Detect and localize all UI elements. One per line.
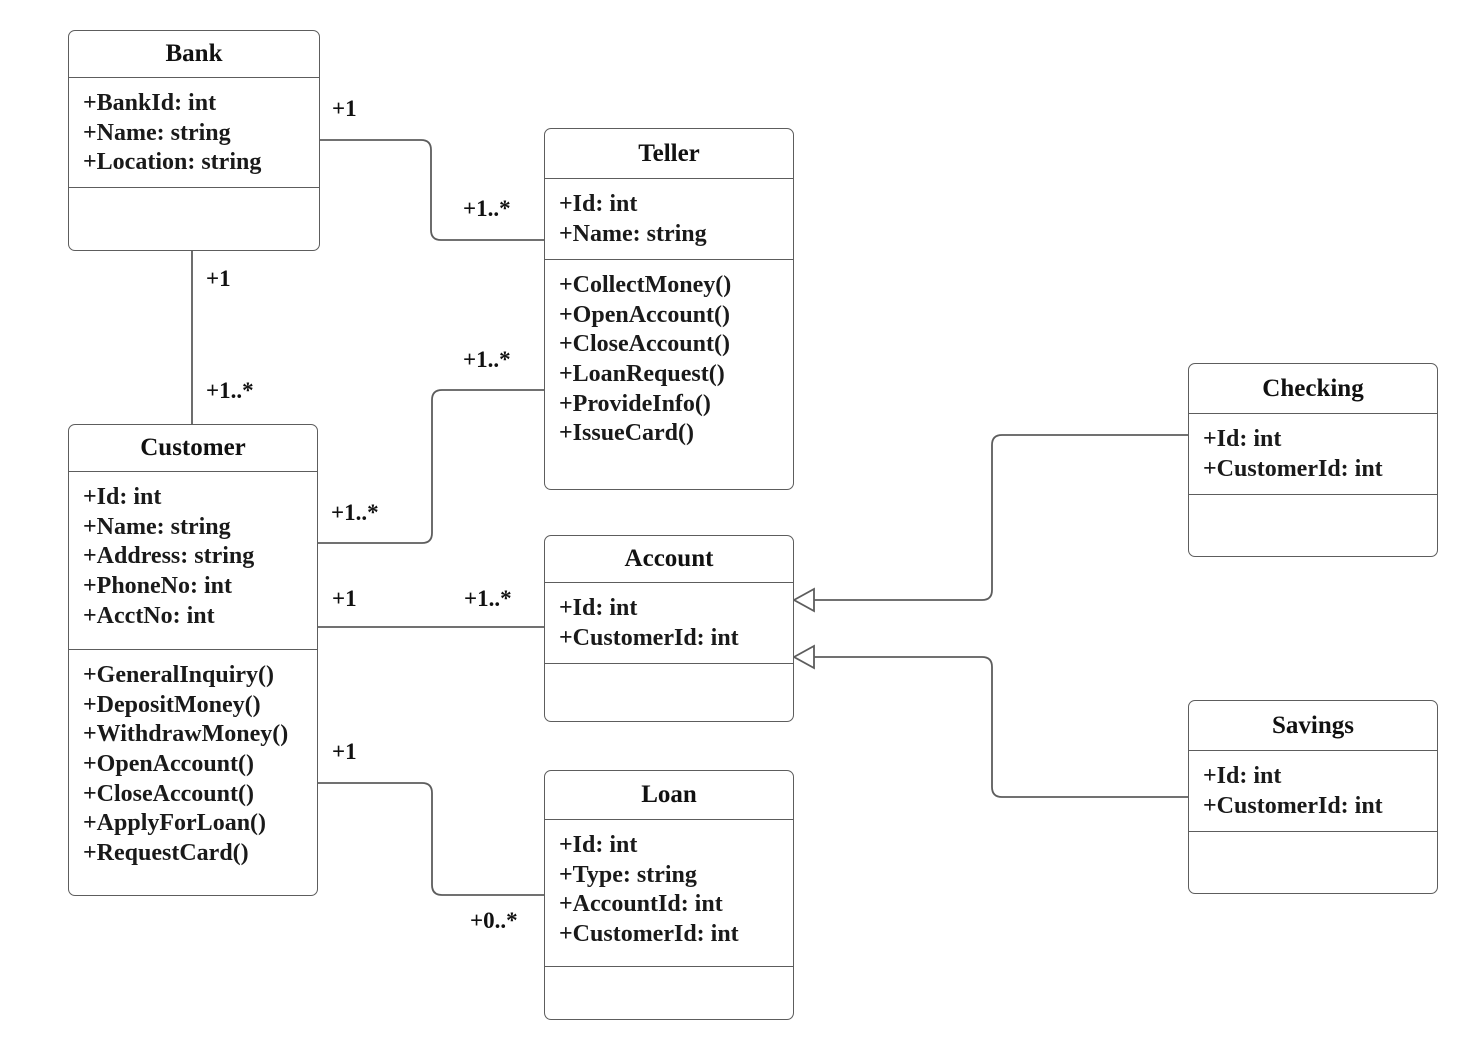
attribute-item: +AccountId: int xyxy=(559,891,723,918)
class-box-checking[interactable]: Checking +Id: int +CustomerId: int xyxy=(1188,363,1438,557)
operation-item: +CollectMoney() xyxy=(559,272,732,298)
attributes-compartment-savings: +Id: int +CustomerId: int xyxy=(1189,751,1437,832)
multiplicity-label-customer-loan-source: +1 xyxy=(332,739,357,764)
generalization-arrowhead xyxy=(792,644,815,670)
multiplicity-label-customer-teller-source: +1..* xyxy=(331,500,379,525)
operation-item: +ProvideInfo() xyxy=(559,390,711,417)
relationship-savings-account xyxy=(814,656,1188,798)
multiplicity-label-bank-customer-source: +1 xyxy=(206,266,231,291)
attribute-item: +Type: string xyxy=(559,861,697,888)
attribute-item: +Name: string xyxy=(559,220,707,247)
attribute-item: +Id: int xyxy=(83,484,162,510)
class-box-teller[interactable]: Teller +Id: int +Name: string +CollectMoney… xyxy=(544,128,794,490)
operation-item: +DepositMoney() xyxy=(83,691,261,718)
operation-item: +OpenAccount() xyxy=(83,750,254,777)
operations-compartment-teller: +CollectMoney() +OpenAccount() +CloseAccou… xyxy=(545,260,793,489)
relationship-bank-teller xyxy=(320,139,544,241)
attribute-item: +PhoneNo: int xyxy=(83,572,233,599)
attributes-compartment-teller: +Id: int +Name: string xyxy=(545,179,793,260)
class-name-teller: Teller xyxy=(545,129,793,179)
attribute-item: +CustomerId: int xyxy=(1203,455,1383,482)
operation-item: +CloseAccount() xyxy=(559,331,730,358)
multiplicity-label-customer-loan-target: +0..* xyxy=(470,908,518,933)
operation-item: +WithdrawMoney() xyxy=(83,721,289,748)
operations-compartment-checking xyxy=(1189,495,1437,556)
class-name-savings: Savings xyxy=(1189,701,1437,751)
attributes-compartment-bank: +BankId: int +Name: string +Location: stri… xyxy=(69,78,319,188)
multiplicity-label-customer-teller-target: +1..* xyxy=(463,347,511,372)
class-box-loan[interactable]: Loan +Id: int +Type: string +AccountId: int… xyxy=(544,770,794,1020)
operations-compartment-savings xyxy=(1189,832,1437,893)
attribute-item: +BankId: int xyxy=(83,90,217,116)
operation-item: +IssueCard() xyxy=(559,420,695,447)
class-box-customer[interactable]: Customer +Id: int +Name: string +Address: s… xyxy=(68,424,318,896)
attribute-item: +Address: string xyxy=(83,543,255,570)
multiplicity-label-bank-teller-source: +1 xyxy=(332,96,357,121)
operations-compartment-loan xyxy=(545,967,793,1019)
attributes-compartment-customer: +Id: int +Name: string +Address: string+Ph… xyxy=(69,472,317,650)
attributes-compartment-loan: +Id: int +Type: string +AccountId: int+Cus… xyxy=(545,820,793,967)
relationship-checking-account xyxy=(814,434,1188,601)
attribute-item: +Id: int xyxy=(559,832,638,858)
attribute-item: +Id: int xyxy=(559,595,638,621)
class-name-checking: Checking xyxy=(1189,364,1437,414)
attribute-item: +Location: string xyxy=(83,149,262,176)
attribute-item: +Id: int xyxy=(1203,763,1282,789)
operation-item: +ApplyForLoan() xyxy=(83,810,267,837)
class-name-customer: Customer xyxy=(69,425,317,472)
class-name-loan: Loan xyxy=(545,771,793,820)
class-box-bank[interactable]: Bank +BankId: int +Name: string +Location: … xyxy=(68,30,320,251)
attribute-item: +CustomerId: int xyxy=(559,920,739,947)
class-box-account[interactable]: Account +Id: int +CustomerId: int xyxy=(544,535,794,722)
attributes-compartment-checking: +Id: int +CustomerId: int xyxy=(1189,414,1437,495)
operation-item: +GeneralInquiry() xyxy=(83,662,275,688)
attribute-item: +Name: string xyxy=(83,513,231,540)
multiplicity-label-bank-customer-target: +1..* xyxy=(206,378,254,403)
attribute-item: +CustomerId: int xyxy=(559,624,739,651)
operation-item: +RequestCard() xyxy=(83,839,249,866)
class-name-account: Account xyxy=(545,536,793,583)
multiplicity-label-bank-teller-target: +1..* xyxy=(463,196,511,221)
attribute-item: +AcctNo: int xyxy=(83,602,215,629)
attributes-compartment-account: +Id: int +CustomerId: int xyxy=(545,583,793,664)
class-name-bank: Bank xyxy=(69,31,319,78)
multiplicity-label-customer-account-target: +1..* xyxy=(464,586,512,611)
operation-item: +CloseAccount() xyxy=(83,780,254,807)
multiplicity-label-customer-account-source: +1 xyxy=(332,586,357,611)
attribute-item: +Id: int xyxy=(559,191,638,217)
operations-compartment-customer: +GeneralInquiry() +DepositMoney() +Withdra… xyxy=(69,650,317,895)
operations-compartment-account xyxy=(545,664,793,721)
relationship-customer-loan xyxy=(318,782,544,896)
generalization-arrowhead xyxy=(792,587,815,613)
attribute-item: +Id: int xyxy=(1203,426,1282,452)
attribute-item: +CustomerId: int xyxy=(1203,792,1383,819)
operations-compartment-bank xyxy=(69,188,319,250)
operation-item: +OpenAccount() xyxy=(559,301,730,328)
class-box-savings[interactable]: Savings +Id: int +CustomerId: int xyxy=(1188,700,1438,894)
attribute-item: +Name: string xyxy=(83,119,231,146)
operation-item: +LoanRequest() xyxy=(559,360,725,387)
